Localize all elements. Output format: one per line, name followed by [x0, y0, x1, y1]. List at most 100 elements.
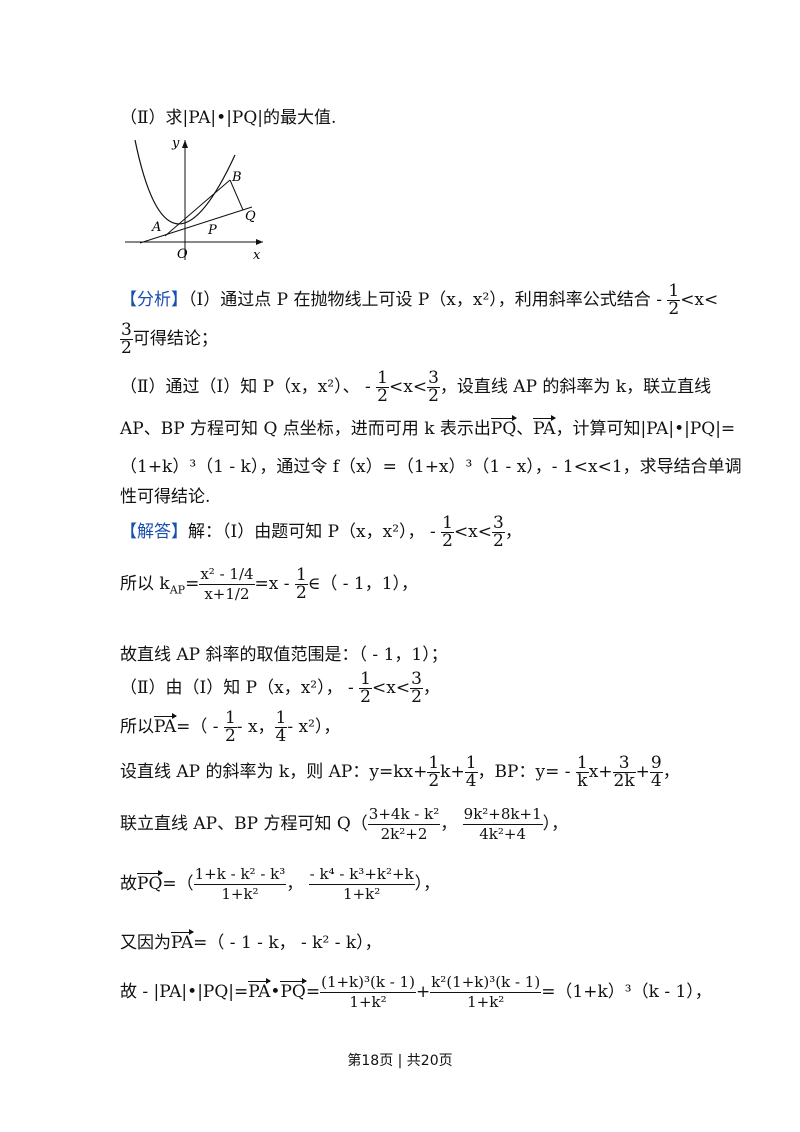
text: ，: [422, 678, 440, 698]
vector-pq: PQ: [280, 978, 308, 1002]
label-x: x: [253, 248, 261, 263]
text: <x<: [453, 522, 493, 542]
text: +: [635, 762, 650, 782]
vector-pa: PA: [248, 978, 272, 1002]
text: ，计算可知|PA|•|PQ|=: [555, 419, 736, 439]
text: =x -: [254, 574, 290, 594]
text: AP、BP 方程可知 Q 点坐标，进而可用 k 表示出: [120, 419, 491, 439]
text: x+: [588, 762, 613, 782]
text: 又因为: [120, 933, 171, 953]
question-part-2: （Ⅱ）求|PA|•|PQ|的最大值.: [120, 108, 337, 128]
text: k+: [440, 762, 465, 782]
text: - x，: [236, 717, 275, 737]
solution-line-10: 故 - |PA|•|PQ|=PA•PQ=(1+k)³(k - 1)1+k²+k²…: [120, 973, 712, 1012]
text: <x<: [371, 678, 411, 698]
analysis-tag: 【分析】: [120, 290, 188, 310]
text: =（ - 1 - k， - k² - k），: [193, 933, 382, 953]
text: （Ⅰ）通过点 P 在抛物线上可设 P（x，x²），利用斜率公式结合 -: [188, 290, 662, 310]
analysis-line-1: 【分析】（Ⅰ）通过点 P 在抛物线上可设 P（x，x²），利用斜率公式结合 - …: [120, 283, 718, 318]
label-q: Q: [245, 209, 256, 224]
label-y: y: [171, 136, 180, 151]
subscript: AP: [169, 583, 186, 597]
text: =（: [162, 874, 194, 894]
text: =（1+k）³（k - 1），: [541, 982, 712, 1002]
analysis-line-5: （1+k）³（1 - k），通过令 f（x）=（1+x）³（1 - x），- 1…: [120, 457, 742, 477]
page-footer: 第18页 | 共20页: [347, 1053, 453, 1069]
text: ，: [662, 762, 680, 782]
text: ），: [414, 874, 441, 894]
text: （Ⅱ）由（Ⅰ）知 P（x，x²）， -: [120, 678, 354, 698]
analysis-line-4: AP、BP 方程可知 Q 点坐标，进而可用 k 表示出PQ、PA，计算可知|PA…: [120, 414, 735, 439]
line-ab: [164, 179, 231, 237]
solution-tag: 【解答】: [120, 522, 188, 542]
text: 所以: [120, 717, 154, 737]
parabola-curve: [134, 139, 236, 225]
text: <x<: [388, 377, 428, 397]
text: 所以 k: [120, 574, 170, 594]
text: 、: [516, 419, 534, 439]
text: +: [415, 982, 431, 1002]
text: 可得结论；: [132, 329, 218, 349]
solution-line-3: 故直线 AP 斜率的取值范围是：（ - 1，1）；: [120, 645, 448, 665]
text: <x<: [680, 290, 719, 310]
parabola-figure: y x O A B P Q: [125, 136, 263, 263]
text: ∈（ - 1，1），: [307, 574, 419, 594]
text: ，: [286, 874, 304, 894]
vector-pa: PA: [154, 713, 178, 737]
analysis-line-6: 性可得结论.: [120, 487, 211, 507]
text: •: [270, 982, 281, 1002]
line-ap: [139, 206, 253, 244]
text: ，: [504, 522, 522, 542]
text: 设直线 AP 的斜率为 k，则 AP：y=kx+: [120, 762, 428, 782]
text: ，BP：y= -: [477, 762, 571, 782]
vector-pq: PQ: [490, 415, 518, 439]
vector-pq: PQ: [137, 870, 164, 894]
text: 故 - |PA|•|PQ|=: [120, 982, 249, 1002]
text: ，设直线 AP 的斜率为 k，联立直线: [439, 377, 712, 397]
text: ），: [542, 814, 569, 834]
vector-pa: PA: [171, 929, 195, 953]
label-b: B: [231, 170, 242, 185]
fraction-term-1: (1+k)³(k - 1)1+k²: [320, 973, 416, 1011]
text: 故: [120, 874, 137, 894]
text: - x²），: [287, 717, 341, 737]
text: ，: [440, 814, 458, 834]
label-o: O: [177, 247, 188, 262]
vector-pa: PA: [533, 415, 557, 439]
fraction-term-2: k²(1+k)³(k - 1)1+k²: [430, 973, 542, 1011]
text: =: [305, 982, 321, 1002]
text: 解：（Ⅰ）由题可知 P（x，x²）， -: [188, 522, 436, 542]
text: 联立直线 AP、BP 方程可知 Q（: [120, 814, 368, 834]
line-bq: [229, 179, 244, 211]
text: （Ⅱ）通过（Ⅰ）知 P（x，x²）、 -: [120, 377, 371, 397]
